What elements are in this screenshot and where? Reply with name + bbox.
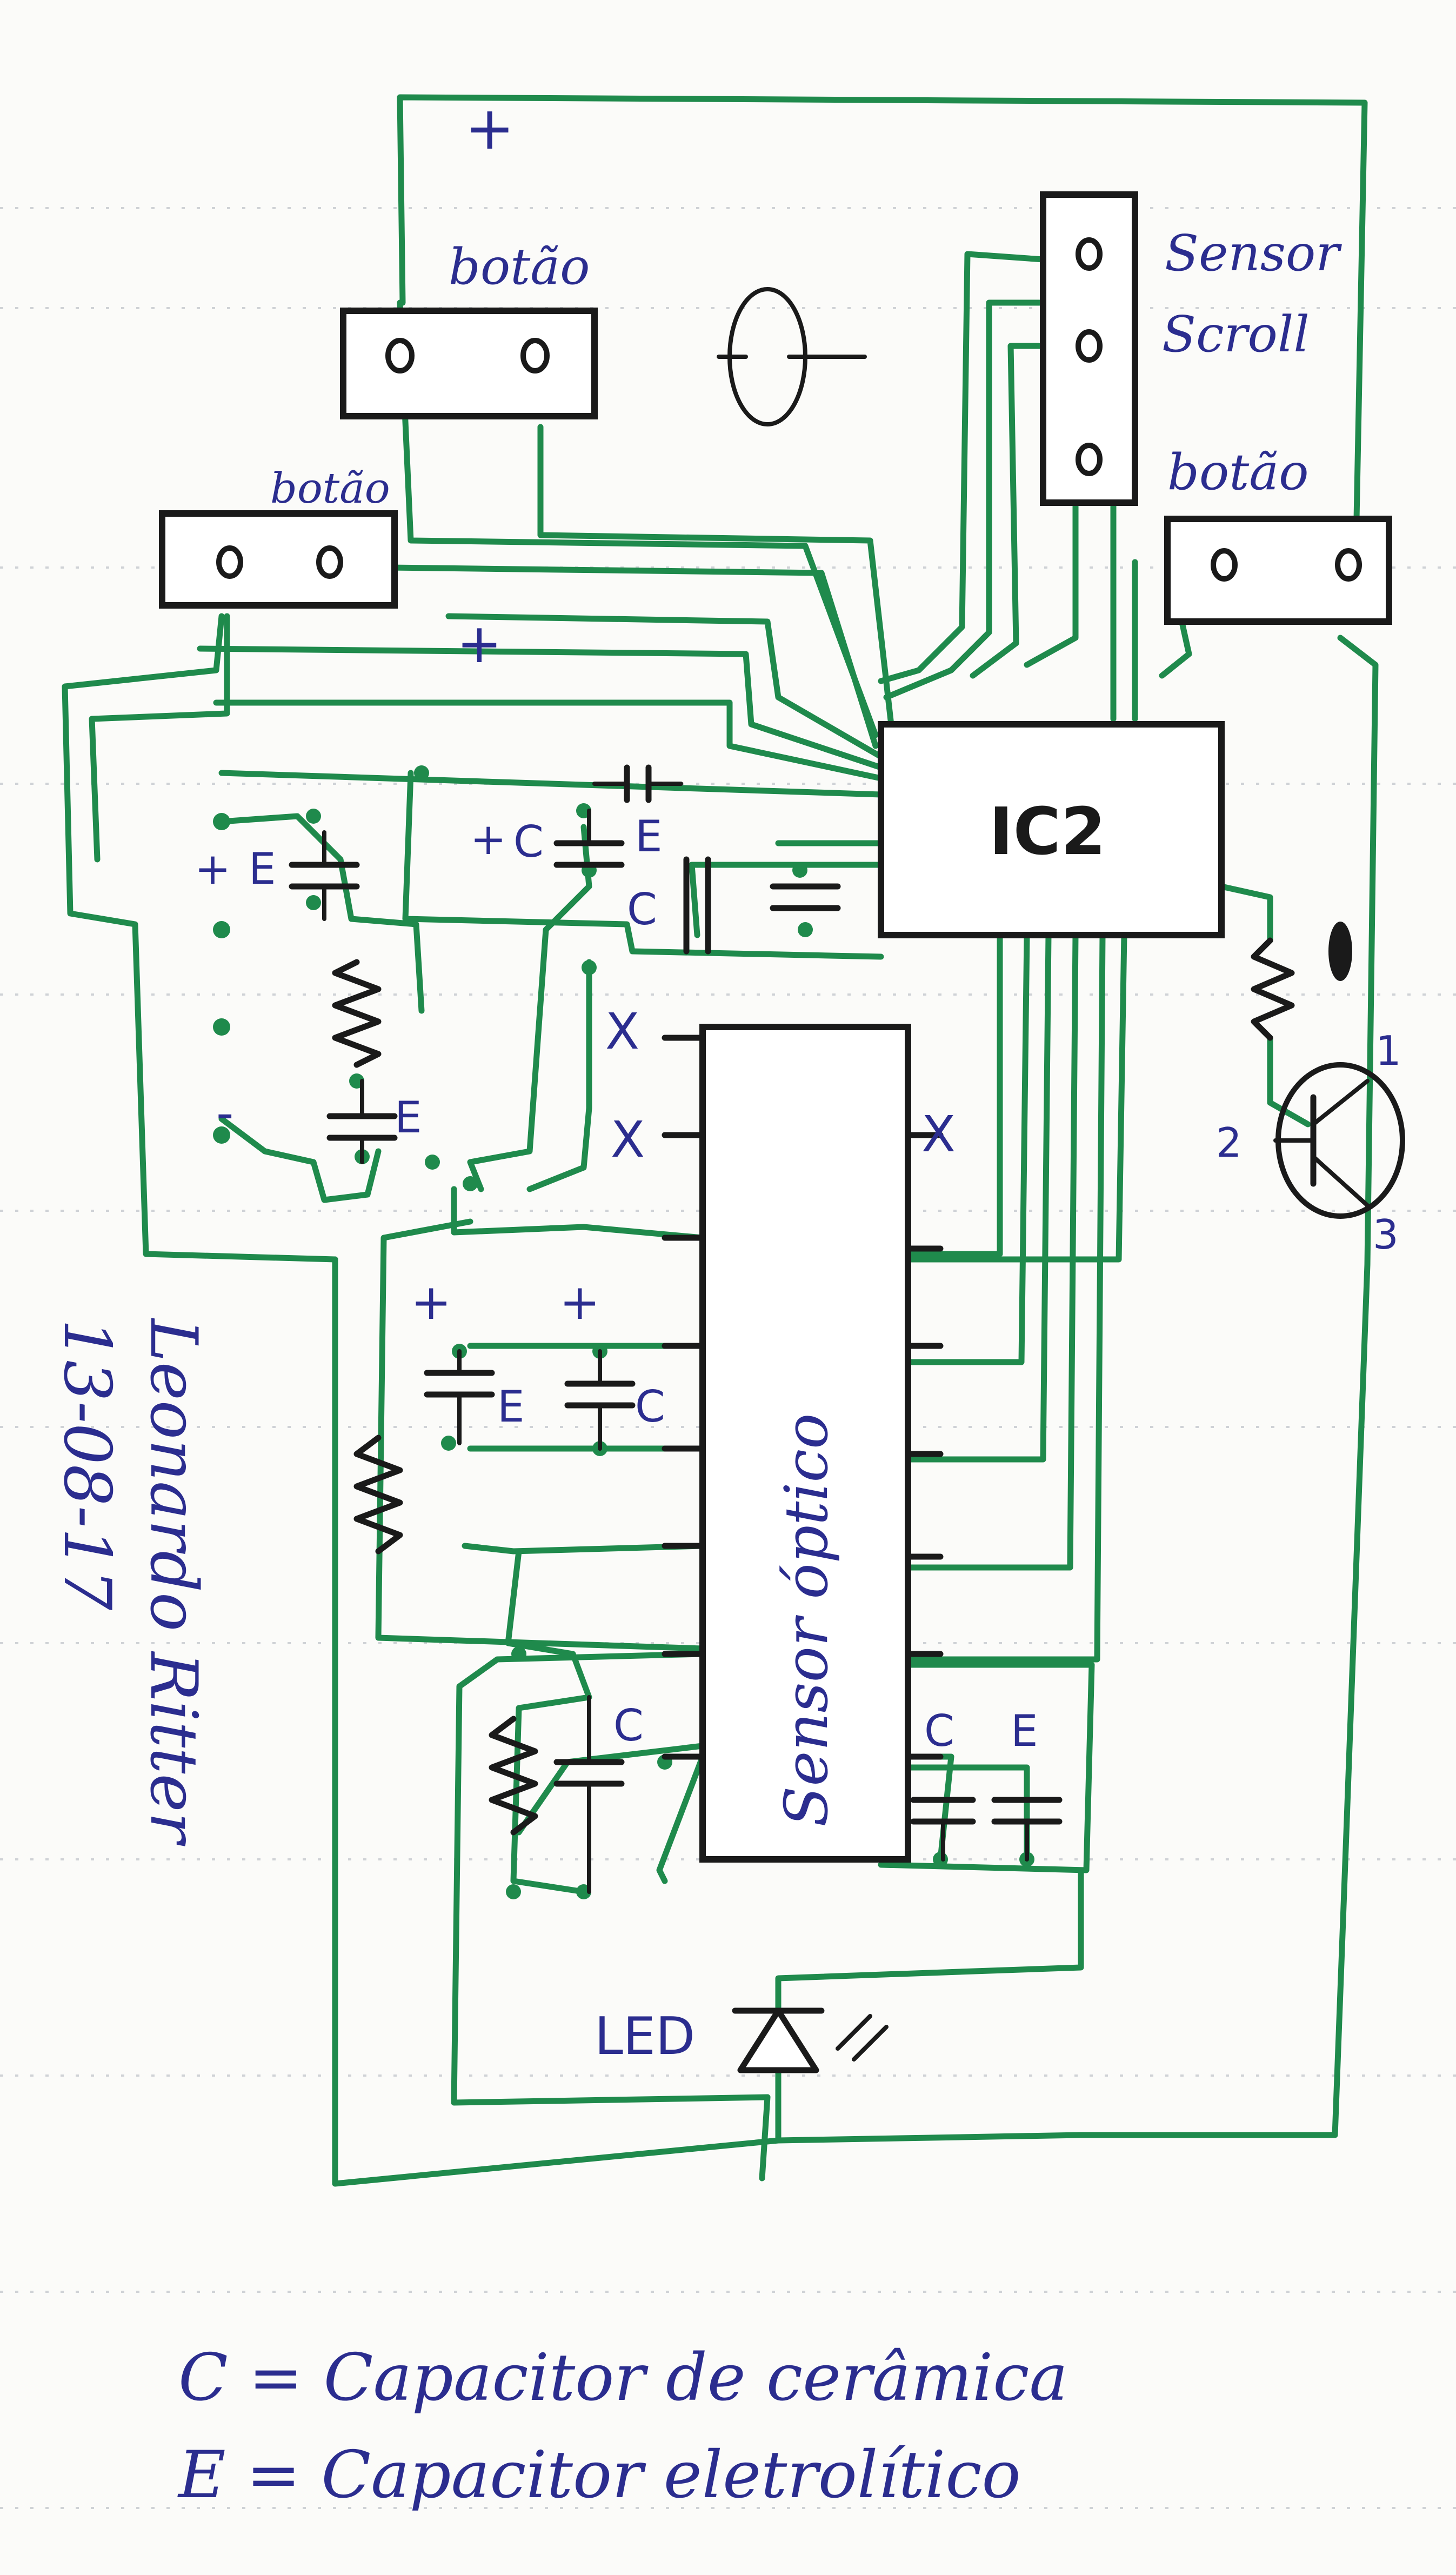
cap-7-type: C	[635, 1382, 665, 1432]
scroll-sensor	[1040, 191, 1138, 506]
cap-2-type: E	[395, 1092, 422, 1143]
optical-sensor-chip	[662, 1024, 944, 1863]
ceramic-capacitor-2	[683, 856, 711, 955]
scroll-sensor-label-line2: Scroll	[1162, 305, 1310, 363]
ceramic-capacitor-1	[553, 809, 625, 868]
legend-ceramic: C = Capacitor de cerâmica	[178, 2340, 1068, 2416]
ceramic-capacitor-5	[910, 1797, 976, 1862]
resistor-2	[353, 1435, 403, 1555]
transistor-pin-3: 3	[1373, 1211, 1399, 1258]
button-left	[159, 510, 398, 609]
cap-9-type: C	[924, 1706, 954, 1756]
cap-1-type: E	[249, 844, 276, 894]
transistor-pin-1: 1	[1375, 1027, 1401, 1075]
resistor-1	[332, 959, 382, 1068]
resistor-3	[489, 1716, 538, 1836]
cap-6-plus: +	[411, 1274, 451, 1331]
button-left-label: botão	[270, 464, 390, 513]
cap-8-type: C	[613, 1700, 644, 1751]
button-right	[1164, 516, 1392, 625]
button-top-label: botão	[449, 238, 590, 296]
ic2-label: IC2	[989, 795, 1106, 870]
cap-5-type: C	[627, 884, 657, 935]
led-label: LED	[595, 2007, 695, 2066]
ic2-chip	[878, 721, 1225, 938]
cap-4-type: E	[635, 811, 663, 862]
led-symbol	[732, 2007, 889, 2073]
plus-label-top: +	[465, 94, 515, 163]
cap-7-plus: +	[559, 1274, 600, 1331]
nc-mark-2: X	[611, 1111, 645, 1169]
button-right-label: botão	[1167, 443, 1309, 501]
signature-name: Leonardo Ritter	[136, 1318, 211, 1847]
ceramic-capacitor-3	[564, 1349, 636, 1451]
optical-sensor-label: Sensor óptico	[772, 1413, 841, 1827]
electrolytic-capacitor-4	[770, 883, 841, 911]
cap-1-plus: +	[195, 844, 231, 894]
scroll-sensor-label-line1: Sensor	[1165, 224, 1342, 282]
nc-mark-3: X	[921, 1105, 956, 1163]
dark-mark	[1328, 922, 1352, 981]
transistor-pin-2: 2	[1216, 1119, 1242, 1166]
cap-10-type: E	[1011, 1706, 1038, 1756]
plus-label-left: +	[457, 612, 502, 675]
cap-6-type: E	[497, 1382, 525, 1432]
legend-electrolytic: E = Capacitor eletrolítico	[177, 2438, 1021, 2513]
traces	[62, 94, 1379, 2187]
signature-date: 13-08-17	[49, 1319, 124, 1611]
oval-symbol	[717, 287, 867, 426]
electrolytic-capacitor-1	[289, 830, 360, 921]
ceramic-capacitor-4	[553, 1695, 625, 1894]
button-top	[340, 308, 598, 419]
cap-3-type: C	[513, 817, 544, 867]
cap-3-plus: +	[470, 814, 506, 864]
electrolytic-capacitor-5	[424, 1349, 495, 1445]
transistor-symbol	[1251, 937, 1405, 1219]
nc-mark-1: X	[605, 1003, 639, 1060]
minus-label: -	[216, 1085, 233, 1142]
electrolytic-capacitor-6	[991, 1797, 1063, 1862]
electrolytic-capacitor-3	[592, 764, 683, 803]
electrolytic-capacitor-2	[326, 1079, 398, 1164]
